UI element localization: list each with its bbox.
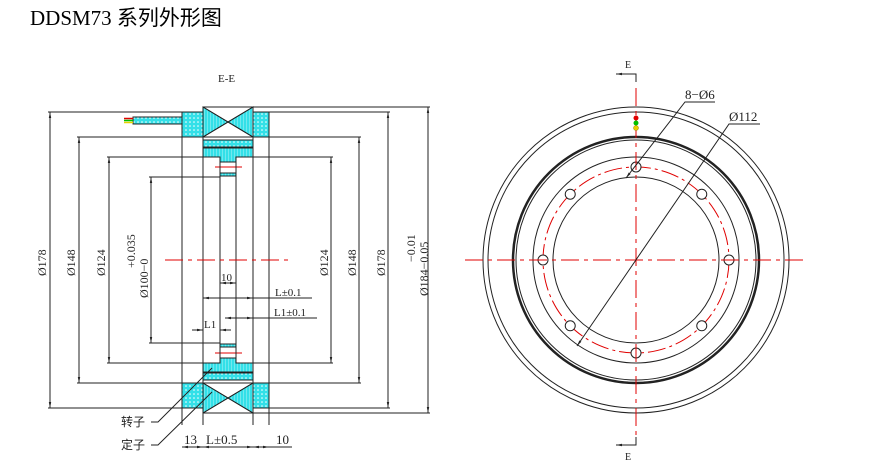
mounting-hole (696, 320, 708, 332)
wire-dot-red (633, 115, 639, 121)
mounting-hole (564, 188, 576, 200)
cable (132, 116, 183, 125)
mounting-hole (564, 320, 576, 332)
dim-l-01: L±0.1 (275, 287, 302, 299)
section-label: E-E (218, 73, 235, 85)
front-view-text: E E 8−Ø6 Ø112 (625, 60, 757, 463)
dimension-lines (48, 106, 430, 449)
rotor-top (202, 139, 254, 177)
dim-10-bottom: 10 (276, 432, 289, 447)
section-arrow-top (616, 72, 637, 82)
top-bearing (181, 106, 270, 138)
dim-d184-tolerance: −0.01 (404, 234, 418, 262)
section-dimension-text: Ø178 Ø148 Ø124 +0.035 Ø100−0 Ø124 Ø148 Ø… (35, 234, 431, 452)
dim-pcd: Ø112 (729, 109, 757, 124)
stator-leader (151, 391, 213, 446)
dim-d148-left: Ø148 (64, 249, 78, 276)
hole-leader (625, 101, 715, 179)
bottom-bearing (181, 382, 270, 414)
dim-d100-tolerance: +0.035 (124, 234, 138, 268)
section-marker-bottom: E (625, 452, 631, 463)
rotor-bottom (202, 343, 254, 381)
dim-d184: Ø184−0.05 (417, 242, 431, 296)
section-marker-top: E (625, 60, 631, 71)
pcd-leader (576, 123, 760, 347)
dim-l1: L1 (204, 319, 216, 331)
wire-dot-yellow (633, 125, 639, 131)
dim-d178-right: Ø178 (374, 249, 388, 276)
dim-hole-count: 8−Ø6 (685, 87, 715, 102)
dim-l-05: L±0.5 (206, 432, 237, 447)
dim-d178-left: Ø178 (35, 249, 49, 276)
dim-13: 13 (184, 432, 197, 447)
label-rotor: 转子 (121, 414, 145, 429)
dim-rotor-width: 10 (221, 272, 233, 284)
drawing-title: DDSM73 系列外形图 (30, 6, 222, 30)
dim-l1-01: L1±0.1 (274, 307, 306, 319)
dim-d100: Ø100−0 (137, 259, 151, 298)
rotor-leader (151, 367, 213, 423)
section-arrow-bottom (616, 437, 637, 447)
mounting-hole (696, 188, 708, 200)
label-stator: 定子 (121, 437, 145, 452)
dim-d124-left: Ø124 (94, 249, 108, 276)
dim-d124-right: Ø124 (317, 249, 331, 276)
section-view: E-E (48, 73, 430, 449)
wire-dot-green (633, 120, 639, 126)
dim-d148-right: Ø148 (345, 249, 359, 276)
front-view (465, 72, 807, 447)
